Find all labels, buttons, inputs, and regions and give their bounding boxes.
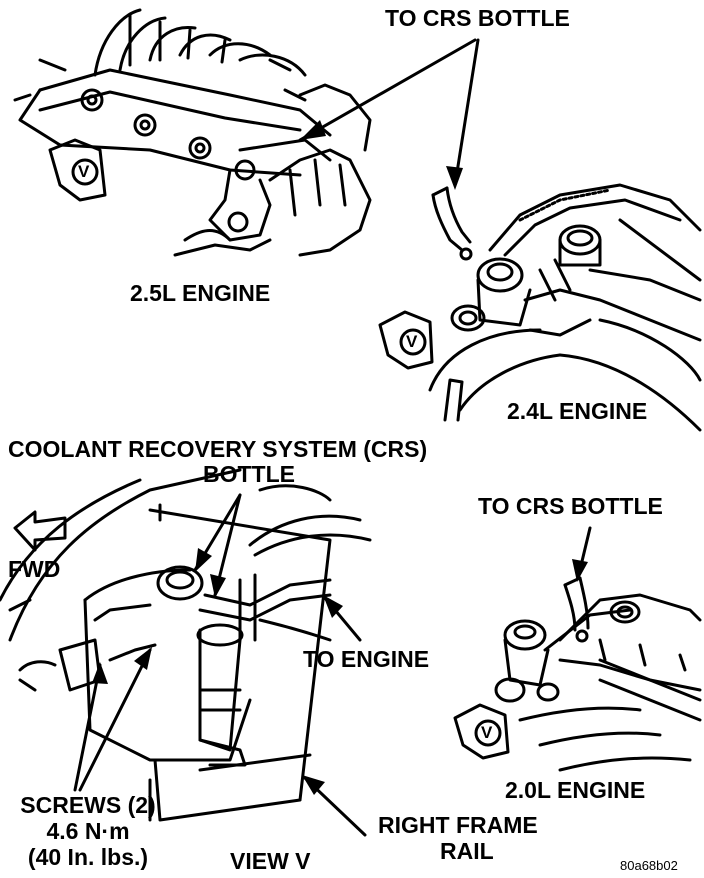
label-screws-torque-inlbs: (40 In. lbs.) [27, 844, 149, 870]
view-v-letter-2-5l: V [78, 162, 90, 181]
view-v-letter-2-0l: V [481, 723, 493, 742]
label-engine-2-5l: 2.5L ENGINE [130, 280, 271, 306]
label-right-frame: RIGHT FRAME [378, 812, 538, 838]
label-crs-title-bottle: BOTTLE [203, 461, 295, 487]
figure-code: 80a68b02 [620, 858, 678, 873]
leader-lines [73, 38, 592, 837]
fwd-arrow [13, 510, 67, 552]
label-to-crs-bottle-right: TO CRS BOTTLE [478, 493, 663, 519]
label-engine-2-4l: 2.4L ENGINE [507, 398, 648, 424]
label-screws-torque-nm: 4.6 N·m [46, 818, 130, 844]
label-fwd: FWD [8, 556, 61, 582]
label-view-v: VIEW V [230, 848, 311, 874]
view-v-letter-2-4l: V [406, 332, 418, 351]
label-to-crs-bottle-top: TO CRS BOTTLE [385, 5, 570, 31]
label-crs-title: COOLANT RECOVERY SYSTEM (CRS) [8, 436, 428, 462]
label-rail: RAIL [440, 838, 494, 864]
label-to-engine: TO ENGINE [303, 646, 430, 672]
engine-2-5l-drawing [13, 8, 372, 257]
engine-2-4l-drawing [428, 183, 702, 432]
view-v-marker-2-4l [378, 310, 434, 370]
label-engine-2-0l: 2.0L ENGINE [505, 777, 646, 803]
view-v-marker-2-0l [453, 703, 510, 760]
view-v-drawing [0, 468, 372, 822]
label-screws: SCREWS (2) [20, 792, 156, 818]
view-v-marker-2-5l [48, 138, 107, 202]
arrowheads [92, 120, 588, 795]
engine-2-0l-drawing [494, 576, 702, 772]
